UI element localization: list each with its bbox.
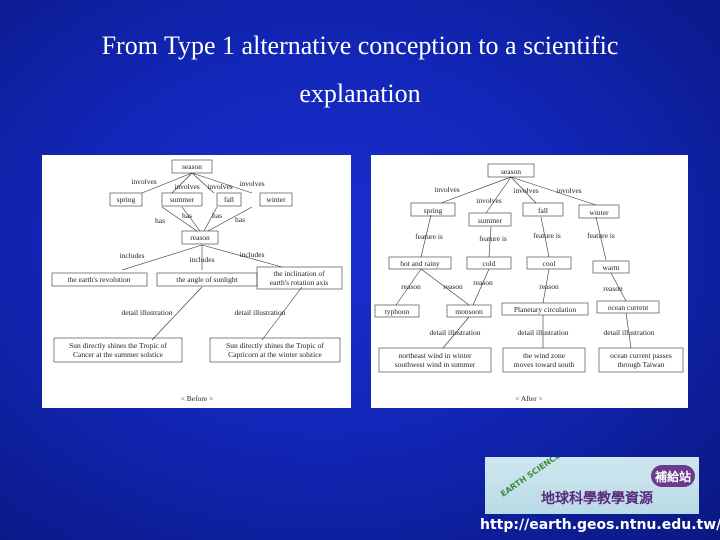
after-link-reason-1: reason	[401, 282, 421, 291]
after-node-planetary-circulation: Planetary circulation	[514, 305, 577, 314]
after-link-reason-4: reason	[539, 282, 559, 291]
before-link-involves-3: involves	[207, 182, 232, 191]
after-link-feature-1: feature is	[415, 232, 443, 241]
before-link-detail-1: detail illustration	[121, 308, 172, 317]
after-node-typhoon: typhoon	[385, 307, 410, 316]
logo-chinese-text: 地球科學教學資源	[541, 490, 653, 507]
after-link-involves-1: involves	[434, 185, 459, 194]
after-node-wind-1: northeast wind in winter	[398, 351, 472, 360]
before-node-summer: summer	[170, 195, 195, 204]
before-link-includes-1: includes	[120, 251, 145, 260]
before-link-has-3: has	[212, 211, 222, 220]
after-node-warm: warm	[602, 263, 619, 272]
after-node-ocean-current: ocean current	[608, 303, 650, 312]
before-node-sun-capricorn-2: Capricorn at the winter solstice	[228, 350, 322, 359]
website-url-link[interactable]: http://earth.geos.ntnu.edu.tw/	[480, 517, 720, 533]
before-link-has-4: has	[235, 215, 245, 224]
before-link-includes-3: includes	[240, 250, 265, 259]
after-node-fall: fall	[538, 206, 548, 215]
logo-badge-text: 補給站	[654, 469, 691, 484]
before-link-includes-2: includes	[190, 255, 215, 264]
before-node-spring: spring	[117, 195, 136, 204]
before-link-has-1: has	[155, 216, 165, 225]
before-link-involves-1: involves	[131, 177, 156, 186]
after-link-feature-3: feature is	[533, 231, 561, 240]
after-link-involves-4: involves	[556, 186, 581, 195]
before-node-sunlight: the angle of sunlight	[176, 275, 238, 284]
after-link-reason-2: reason	[443, 282, 463, 291]
after-node-current-2: through Taiwan	[617, 360, 664, 369]
after-link-reason-5: reason	[603, 284, 623, 293]
before-node-season: season	[182, 162, 202, 171]
before-node-reason: reason	[190, 233, 210, 242]
before-node-sun-cancer-2: Cancer at the summer solstice	[73, 350, 164, 359]
before-node-inclination-1: the inclination of	[273, 269, 325, 278]
before-node-fall: fall	[224, 195, 234, 204]
after-node-monsoon: monsoon	[455, 307, 483, 316]
after-concept-map-diagram: season involves involves involves involv…	[374, 163, 684, 403]
after-node-cool: cool	[543, 259, 556, 268]
after-node-zone-1: the wind zone	[523, 351, 566, 360]
after-node-summer: summer	[478, 216, 503, 225]
before-node-sun-cancer-1: Sun directly shines the Tropic of	[69, 341, 167, 350]
before-node-winter: winter	[266, 195, 286, 204]
after-link-involves-3: involves	[513, 186, 538, 195]
before-link-has-2: has	[182, 211, 192, 220]
after-link-feature-4: feature is	[587, 231, 615, 240]
after-node-current-1: ocean current passes	[610, 351, 672, 360]
after-caption: < After >	[515, 394, 543, 403]
after-link-detail-3: detail illustration	[603, 328, 654, 337]
after-node-spring: spring	[424, 206, 443, 215]
logo-graphic: EARTH SCIENCE 地球科學教學資源 補給站	[499, 451, 695, 507]
before-concept-map: season involves involves involves involv…	[42, 155, 351, 408]
before-link-involves-2: involves	[174, 182, 199, 191]
before-link-detail-2: detail illustration	[234, 308, 285, 317]
slide-title-line-2: explanation	[299, 79, 421, 108]
after-link-reason-3: reason	[473, 278, 493, 287]
after-node-wind-2: southwest wind in summer	[395, 360, 476, 369]
logo-badge	[651, 465, 695, 487]
after-link-detail-1: detail illustration	[429, 328, 480, 337]
before-node-revolution: the earth's revolution	[68, 275, 131, 284]
after-node-hot-rainy: hot and rainy	[400, 259, 440, 268]
earth-science-logo[interactable]: EARTH SCIENCE 地球科學教學資源 補給站	[485, 451, 699, 514]
before-concept-map-diagram: season involves involves involves involv…	[51, 159, 343, 403]
after-link-involves-2: involves	[476, 196, 501, 205]
after-concept-map: season involves involves involves involv…	[371, 155, 688, 408]
after-link-feature-2: feature is	[479, 234, 507, 243]
after-node-winter: winter	[589, 208, 609, 217]
after-node-zone-2: moves toward south	[514, 360, 575, 369]
before-caption: < Before >	[181, 394, 214, 403]
slide-title: From Type 1 alternative conception to a …	[0, 22, 720, 118]
after-node-cold: cold	[483, 259, 496, 268]
before-node-sun-capricorn-1: Sun directly shines the Tropic of	[226, 341, 324, 350]
slide-title-line-1: From Type 1 alternative conception to a …	[101, 31, 619, 60]
after-node-season: season	[501, 167, 521, 176]
after-link-detail-2: detail illustration	[517, 328, 568, 337]
before-link-involves-4: involves	[239, 179, 264, 188]
before-node-inclination-2: earth's rotation axis	[270, 278, 328, 287]
